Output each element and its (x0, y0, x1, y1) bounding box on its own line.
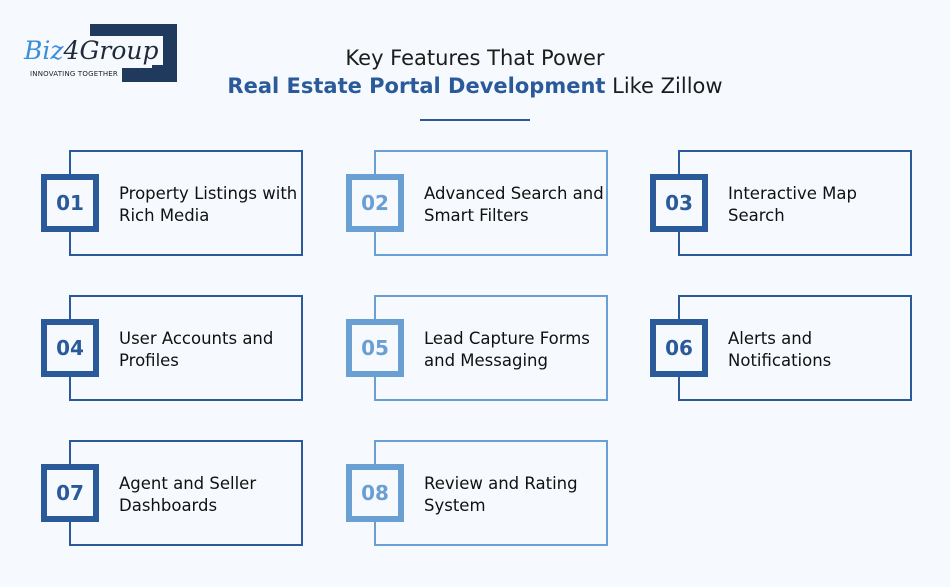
feature-number: 01 (41, 174, 99, 232)
feature-number: 04 (41, 319, 99, 377)
title-line-1: Key Features That Power (345, 46, 605, 70)
feature-label: Advanced Search and Smart Filters (424, 184, 604, 225)
feature-card-02: 02 Advanced Search and Smart Filters (346, 150, 608, 256)
feature-number: 06 (650, 319, 708, 377)
feature-label: User Accounts and Profiles (119, 329, 274, 370)
logo-frame-bottom (122, 68, 177, 82)
feature-label: Agent and Seller Dashboards (119, 474, 257, 515)
feature-label: Alerts and Notifications (728, 329, 832, 370)
feature-number: 05 (346, 319, 404, 377)
feature-label: Lead Capture Forms and Messaging (424, 329, 590, 370)
feature-label: Interactive Map Search (728, 184, 857, 225)
feature-number: 02 (346, 174, 404, 232)
feature-card-08: 08 Review and Rating System (346, 440, 608, 546)
feature-card-07: 07 Agent and Seller Dashboards (41, 440, 303, 546)
feature-number: 07 (41, 464, 99, 522)
title-highlight: Real Estate Portal Development (227, 74, 606, 98)
logo: Biz4Group INNOVATING TOGETHER (22, 24, 177, 84)
logo-4: 4 (63, 36, 80, 65)
logo-tagline: INNOVATING TOGETHER (30, 70, 118, 78)
logo-biz: Biz (24, 36, 64, 65)
feature-card-05: 05 Lead Capture Forms and Messaging (346, 295, 608, 401)
title-rest: Like Zillow (605, 74, 723, 98)
title-line-2: Real Estate Portal Development Like Zill… (0, 74, 950, 98)
feature-label: Review and Rating System (424, 474, 578, 515)
feature-card-01: 01 Property Listings with Rich Media (41, 150, 303, 256)
feature-number: 03 (650, 174, 708, 232)
feature-card-03: 03 Interactive Map Search (650, 150, 912, 256)
feature-label: Property Listings with Rich Media (119, 184, 298, 225)
logo-group: Group (79, 36, 159, 65)
feature-card-06: 06 Alerts and Notifications (650, 295, 912, 401)
feature-number: 08 (346, 464, 404, 522)
logo-name: Biz4Group (24, 36, 163, 65)
feature-card-04: 04 User Accounts and Profiles (41, 295, 303, 401)
title-underline (420, 119, 530, 121)
